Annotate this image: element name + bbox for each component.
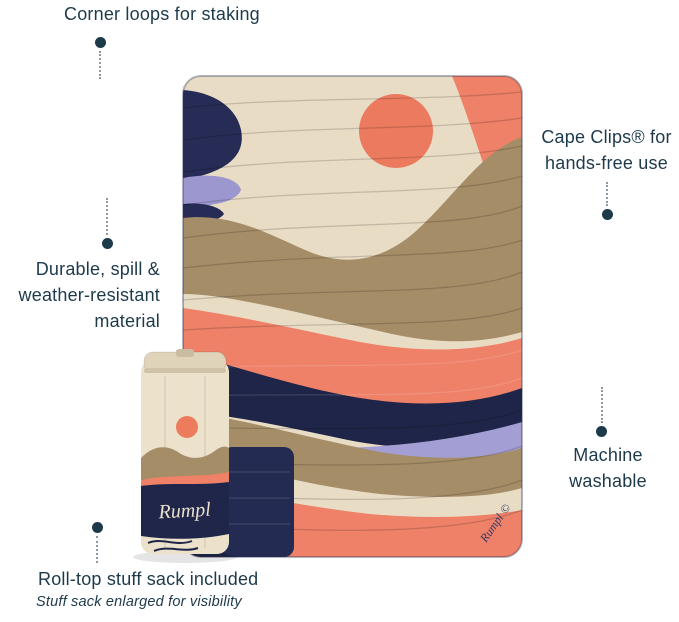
callout-dot-corner-loops [95, 37, 106, 48]
folded-blanket [222, 447, 294, 557]
quilt-stitching [183, 91, 522, 531]
callout-machine-line2: washable [569, 471, 647, 491]
callout-machine-line1: Machine [573, 445, 643, 465]
stuff-sack-logo: Rumpl [157, 499, 212, 524]
callout-stuff-sack-note: Stuff sack enlarged for visibility [36, 594, 242, 610]
callout-dot-cape-clips [602, 209, 613, 220]
leader-line-stuff-sack [96, 536, 98, 563]
stuff-sack: Rumpl [133, 349, 237, 563]
leader-line-cape-clips [606, 182, 608, 206]
callout-dot-stuff-sack [92, 522, 103, 533]
callout-machine-washable: Machine washable [558, 442, 658, 494]
blanket-edge-binding [182, 75, 523, 558]
leader-line-corner-loops [99, 51, 101, 79]
leader-line-machine [601, 387, 603, 423]
callout-dot-machine [596, 426, 607, 437]
callout-cape-clips: Cape Clips® for hands-free use [534, 124, 679, 176]
stuff-sack-sun [176, 416, 198, 438]
callout-durable-line1: Durable, spill & [35, 259, 160, 279]
callout-cape-clips-line1: Cape Clips® for [541, 127, 672, 147]
callout-stuff-sack: Roll-top stuff sack included [38, 569, 259, 589]
callout-durable-line3: material [94, 311, 160, 331]
callout-corner-loops: Corner loops for staking [64, 4, 260, 24]
callout-cape-clips-line2: hands-free use [545, 153, 668, 173]
stuff-sack-waves [147, 540, 199, 552]
callout-durable: Durable, spill & weather-resistant mater… [0, 256, 160, 334]
callout-durable-line2: weather-resistant [18, 285, 160, 305]
callout-dot-durable [102, 238, 113, 249]
roll-top-clip [176, 349, 194, 357]
blanket-sun [359, 94, 433, 168]
blanket: Rumpl © [182, 75, 523, 558]
leader-line-durable [106, 198, 108, 235]
